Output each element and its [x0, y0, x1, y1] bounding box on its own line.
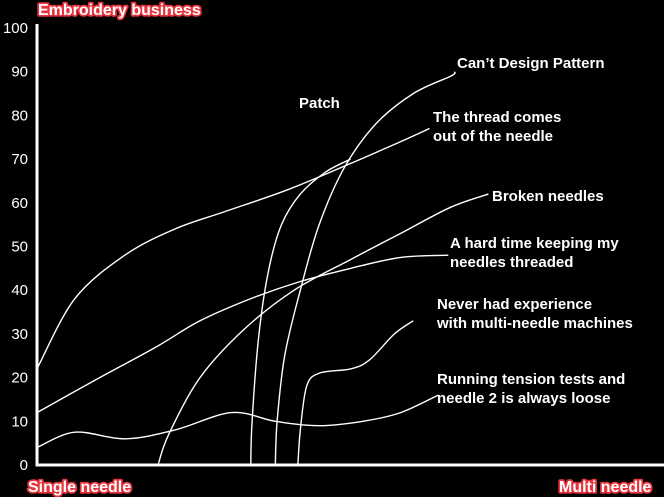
annotation-line: Patch	[299, 95, 340, 112]
annotation-line: The thread comes	[433, 109, 561, 126]
y-tick-label: 60	[11, 195, 28, 212]
y-tick-label: 0	[20, 457, 28, 474]
annotation-line: Never had experience	[437, 296, 592, 313]
y-tick-label: 90	[11, 64, 28, 81]
annotation-line: out of the needle	[433, 128, 553, 145]
series-annotation: A hard time keeping my needles threaded	[450, 235, 619, 271]
y-tick-label: 10	[11, 413, 28, 430]
chart-title: Embroidery business	[38, 2, 201, 19]
y-tick-labels: 0 10 20 30 40 50 60 70 80 90 100	[3, 20, 28, 474]
series-annotation: Can’t Design Pattern	[457, 55, 605, 72]
x-axis-label-left: Single needle	[28, 479, 131, 496]
series-annotation: Broken needles	[492, 188, 604, 205]
y-tick-label: 100	[3, 20, 28, 37]
annotation-line: Broken needles	[492, 188, 604, 205]
series-annotation: The thread comes out of the needle	[433, 109, 561, 145]
y-tick-label: 20	[11, 370, 28, 387]
y-tick-label: 30	[11, 326, 28, 343]
series-line	[36, 254, 449, 414]
annotation-line: A hard time keeping my	[450, 235, 619, 252]
series-annotation: Running tension tests and needle 2 is alw…	[437, 371, 625, 407]
y-tick-label: 50	[11, 239, 28, 256]
annotation-line: with multi-needle machines	[436, 315, 633, 332]
series-annotation: Never had experience with multi-needle ma…	[436, 296, 633, 332]
series-line	[297, 320, 414, 466]
x-axis-label-right: Multi needle	[559, 479, 652, 496]
series-line	[274, 71, 456, 466]
series-line	[36, 394, 439, 449]
series-line	[250, 158, 351, 466]
annotation-line: needle 2 is always loose	[437, 390, 610, 407]
y-tick-label: 70	[11, 151, 28, 168]
series-line	[157, 193, 489, 466]
annotation-line: needles threaded	[450, 254, 573, 271]
series-annotation: Patch	[299, 95, 340, 112]
y-tick-label: 80	[11, 107, 28, 124]
annotation-line: Running tension tests and	[437, 371, 625, 388]
y-tick-label: 40	[11, 282, 28, 299]
series-curves	[36, 71, 489, 466]
series-line	[36, 127, 430, 370]
annotation-line: Can’t Design Pattern	[457, 55, 605, 72]
